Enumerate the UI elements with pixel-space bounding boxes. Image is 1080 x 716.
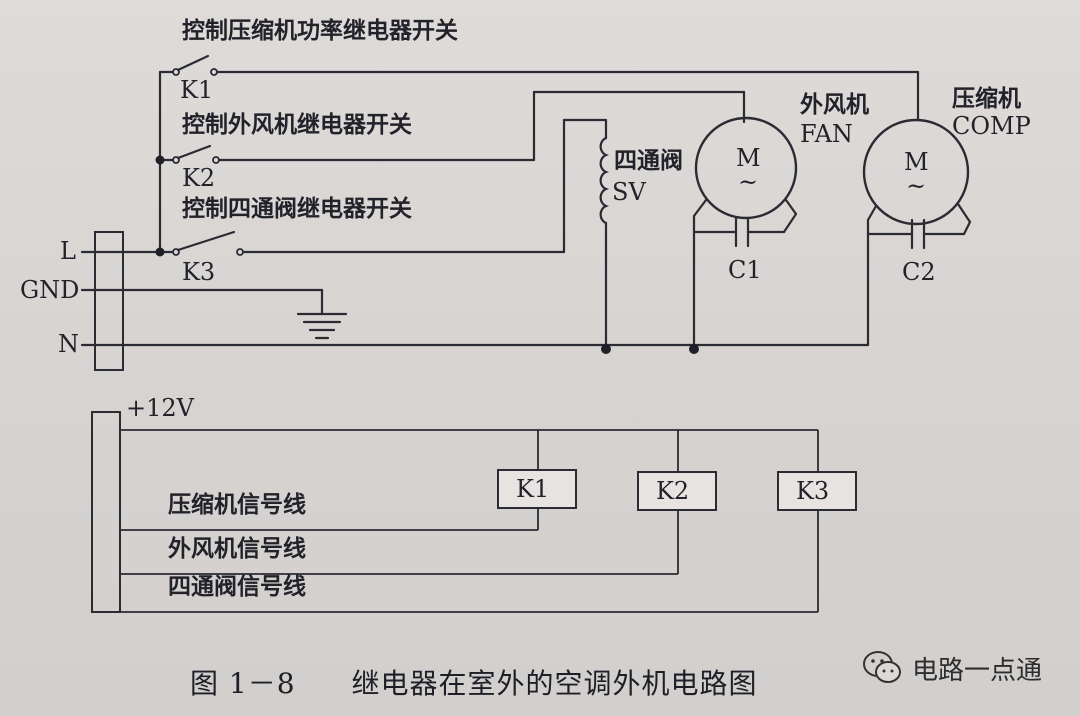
compressor-motor [862, 70, 972, 347]
fan-en-label: FAN [800, 120, 853, 148]
comp-motor-m: M [904, 148, 929, 176]
relay-k1-coil [497, 469, 577, 509]
signal-valve-label: 四通阀信号线 [168, 573, 306, 600]
fan-motor-m: M [736, 144, 761, 172]
signal-terminal-block [91, 411, 121, 613]
k3-label: K3 [182, 258, 215, 286]
junction-dot [155, 155, 165, 165]
relay-k3-coil [777, 471, 857, 511]
cap-c2-label: C2 [902, 258, 936, 286]
junction-dot [601, 344, 611, 354]
k1-switch [172, 54, 920, 76]
k3-switch-label: 控制四通阀继电器开关 [182, 195, 412, 222]
terminal-gnd-label: GND [20, 276, 79, 304]
valve-zh-label: 四通阀 [614, 147, 683, 174]
valve-en-label: SV [612, 178, 646, 206]
k2-switch-label: 控制外风机继电器开关 [182, 111, 412, 138]
figure-title: 继电器在室外的空调外机电路图 [351, 667, 758, 700]
relay-k2-coil [637, 471, 717, 511]
watermark: 电路一点通 [862, 648, 1042, 688]
signal-comp-label: 压缩机信号线 [168, 491, 306, 518]
plus12v-label: +12V [126, 394, 195, 422]
k1-switch-label: 控制压缩机功率继电器开关 [182, 17, 458, 44]
relay-k2-label: K2 [656, 477, 689, 505]
junction-dot [689, 344, 699, 354]
k2-label: K2 [182, 164, 215, 192]
four-way-valve-coil [599, 118, 610, 347]
comp-zh-label: 压缩机 [952, 85, 1021, 112]
fan-motor [692, 116, 798, 351]
ground-symbol [296, 288, 348, 340]
relay-k3-label: K3 [796, 477, 829, 505]
terminal-n-label: N [58, 330, 79, 358]
k3-switch [172, 118, 608, 256]
fan-motor-tilde: ~ [738, 168, 758, 196]
terminal-l-label: L [60, 237, 76, 265]
wechat-icon [863, 651, 901, 683]
cap-c1-label: C1 [728, 256, 762, 284]
figure-number: 图 1－8 [190, 667, 296, 700]
power-terminal-block [94, 231, 124, 371]
comp-en-label: COMP [952, 112, 1031, 140]
figure-caption: 图 1－8 继电器在室外的空调外机电路图 [190, 662, 757, 702]
fan-zh-label: 外风机 [800, 91, 869, 118]
watermark-text: 电路一点通 [912, 655, 1043, 686]
junction-dot [155, 247, 165, 257]
k1-label: K1 [180, 76, 213, 104]
relay-k1-label: K1 [516, 475, 549, 503]
signal-fan-label: 外风机信号线 [168, 535, 306, 562]
comp-motor-tilde: ~ [906, 172, 926, 200]
